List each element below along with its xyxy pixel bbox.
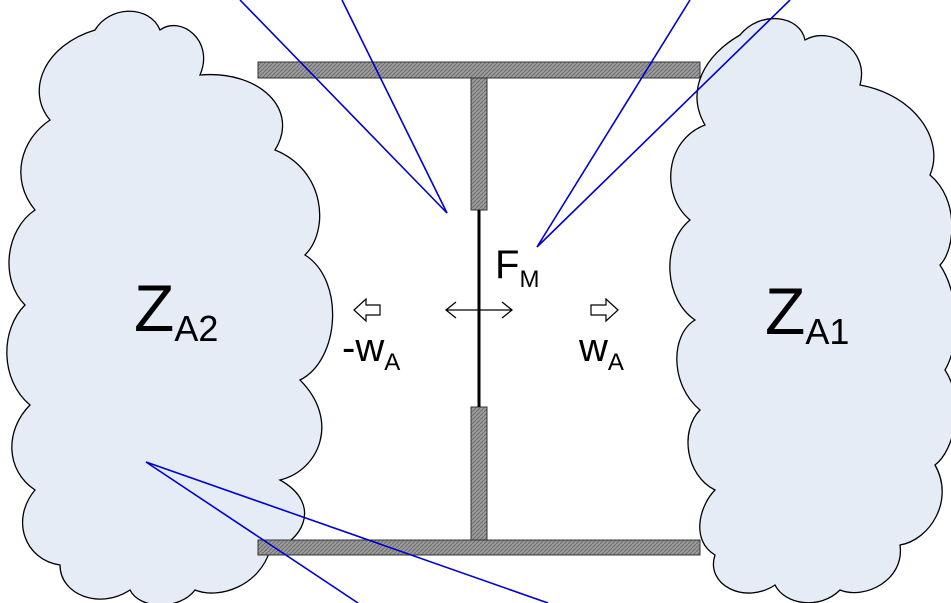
lower-post bbox=[470, 406, 488, 541]
bottom-wall bbox=[257, 539, 701, 556]
zone-right-label: ZA1 bbox=[765, 274, 849, 352]
left-cloud bbox=[6, 10, 334, 603]
force-label: FM bbox=[495, 243, 539, 293]
top-wall bbox=[257, 61, 701, 79]
velocity-right-label: wA bbox=[578, 326, 624, 376]
double-arrow-icon bbox=[444, 301, 514, 319]
upper-post bbox=[470, 77, 488, 211]
leader-lines bbox=[145, 0, 791, 603]
velocity-left-label: -wA bbox=[342, 326, 400, 376]
zone-left-label: ZA2 bbox=[134, 271, 218, 349]
hollow-arrow-right-icon bbox=[590, 297, 619, 323]
hollow-arrow-left-icon bbox=[353, 297, 381, 323]
right-cloud bbox=[669, 18, 951, 603]
